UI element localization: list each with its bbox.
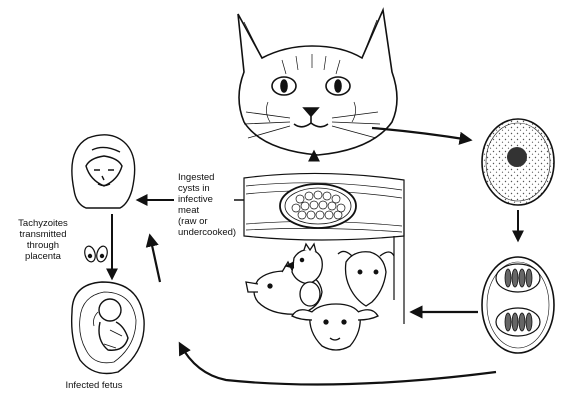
arrow-cat-to-oocyst [372, 128, 470, 140]
tissue-cyst-in-meat [244, 173, 404, 240]
sporulated-oocyst [482, 257, 554, 353]
infected-fetus-illustration [72, 282, 144, 374]
infected-fetus-label: Infected fetus [54, 380, 134, 391]
pregnant-woman-illustration [72, 135, 135, 208]
tachy-line-1: Tachyzoites [12, 218, 74, 229]
ingested-cysts-label: Ingested cysts in infective meat (raw or… [178, 172, 240, 238]
ingested-line-3: infective [178, 194, 240, 205]
tachy-line-3: through [12, 240, 74, 251]
tachy-line-2: transmitted [12, 229, 74, 240]
ingested-line-1: Ingested [178, 172, 240, 183]
tachyzoites-label: Tachyzoites transmitted through placenta [12, 218, 74, 262]
unsporulated-oocyst [482, 119, 554, 205]
ingested-line-6: undercooked) [178, 227, 240, 238]
arrow-up-to-mother [150, 236, 160, 282]
ingested-line-4: meat [178, 205, 240, 216]
intermediate-host-animals [246, 244, 394, 350]
ingested-line-2: cysts in [178, 183, 240, 194]
cat-head-illustration [238, 10, 397, 155]
tachy-line-4: placenta [12, 251, 74, 262]
tachyzoite-cells [83, 245, 109, 263]
ingested-line-5: (raw or [178, 216, 240, 227]
